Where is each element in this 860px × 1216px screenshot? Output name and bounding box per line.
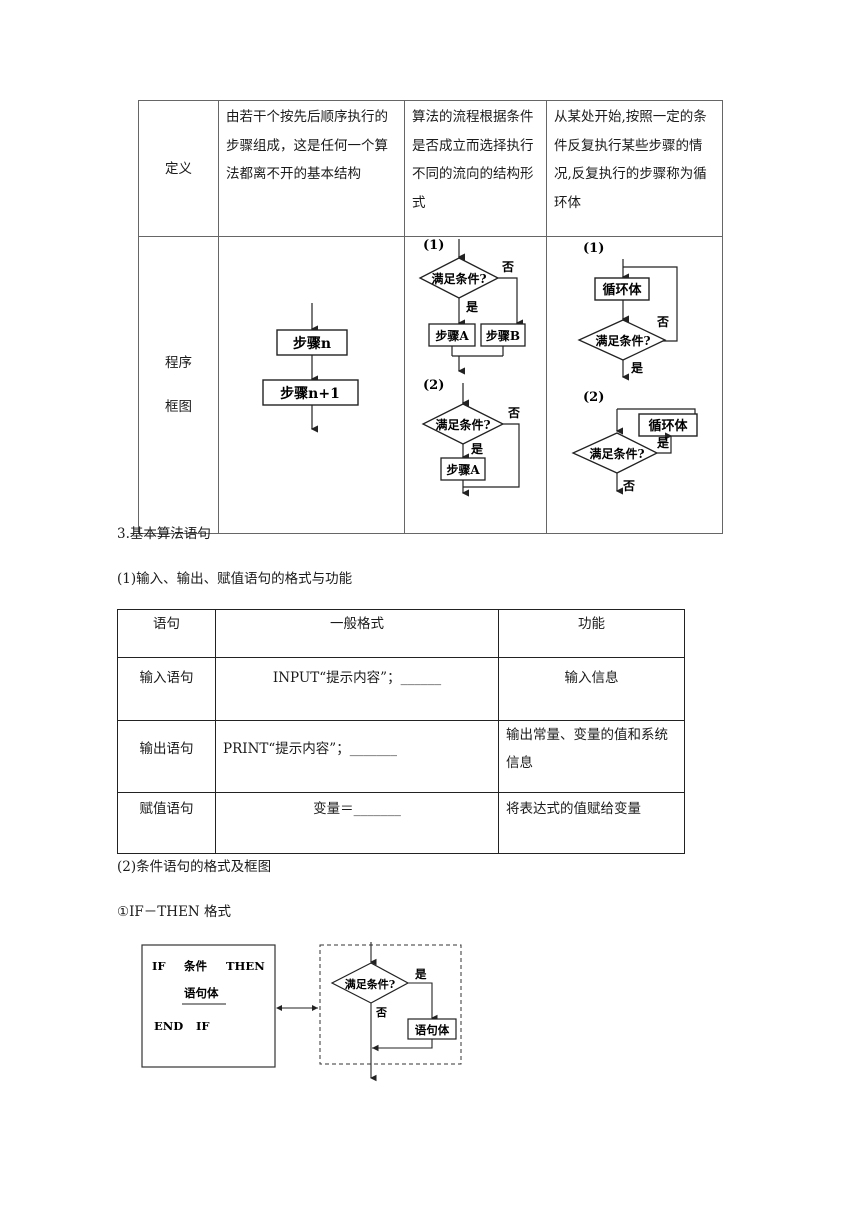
row-output-name: 输出语句 <box>117 720 216 793</box>
header-statement: 语句 <box>117 609 216 658</box>
flowchart-label: 程序 框图 <box>138 236 219 534</box>
sub2-title: (2)条件语句的格式及框图 <box>117 859 272 875</box>
if-yes-label: 是 <box>414 967 427 981</box>
condition-flowchart-cell: (1) 满足条件? 否 是 步骤A 步骤B (2) 满 <box>404 236 547 534</box>
condition-definition: 算法的流程根据条件是否成立而选择执行不同的流向的结构形式 <box>404 100 547 237</box>
cond-number-1: (1) <box>423 238 444 253</box>
cond2-diamond-text: 满足条件? <box>435 417 490 432</box>
flowchart-label-line2: 框图 <box>165 398 192 415</box>
code-endif: IF <box>196 1019 210 1033</box>
loop-number-1: (1) <box>583 241 604 256</box>
loop-definition: 从某处开始,按照一定的条件反复执行某些步骤的情况,反复执行的步骤称为循环体 <box>546 100 723 237</box>
sequence-flowchart: 步骤n 步骤n+1 <box>262 303 359 433</box>
loop-flowchart: (1) 循环体 满足条件? 否 是 (2) 循环体 满足条件? <box>571 241 698 495</box>
loop2-no-label: 否 <box>622 479 635 493</box>
sequence-flowchart-cell: 步骤n 步骤n+1 <box>218 236 405 534</box>
if-then-diagram: IF 条件 THEN 语句体 END IF 满足条件? 是 否 语句体 <box>141 942 462 1082</box>
sub1-title: (1)输入、输出、赋值语句的格式与功能 <box>117 571 353 587</box>
cond1-stepA: 步骤A <box>435 328 469 343</box>
cond1-diamond-text: 满足条件? <box>431 271 486 286</box>
loop1-no-label: 否 <box>656 315 669 329</box>
cond1-yes-label: 是 <box>465 300 479 314</box>
step-n-label: 步骤n <box>293 335 331 352</box>
row-output-function: 输出常量、变量的值和系统信息 <box>498 720 685 793</box>
if-body: 语句体 <box>415 1023 450 1037</box>
row-assign-format: 变量＝_______ <box>215 792 499 854</box>
section3-title: 3.基本算法语句 <box>117 526 211 542</box>
cond2-yes-label: 是 <box>470 442 484 456</box>
statement-table: 语句 一般格式 功能 输入语句 INPUT“提示内容”；______ 输入信息 … <box>117 609 685 854</box>
table-row: 赋值语句 变量＝_______ 将表达式的值赋给变量 <box>117 792 685 854</box>
header-function: 功能 <box>498 609 685 658</box>
code-if: IF <box>152 959 166 973</box>
condition-flowchart: (1) 满足条件? 否 是 步骤A 步骤B (2) 满 <box>418 238 526 497</box>
cond2-stepA: 步骤A <box>446 462 480 477</box>
code-then: THEN <box>226 959 265 973</box>
step-n1-label: 步骤n+1 <box>280 385 340 402</box>
row-output-format: PRINT“提示内容”；_______ <box>215 720 499 793</box>
row-input-format: INPUT“提示内容”；______ <box>215 657 499 721</box>
loop-number-2: (2) <box>583 390 604 405</box>
sub2-1-title: ①IF－THEN 格式 <box>117 904 232 920</box>
header-format: 一般格式 <box>215 609 499 658</box>
loop-flowchart-cell: (1) 循环体 满足条件? 否 是 (2) 循环体 满足条件? <box>546 236 723 534</box>
structure-table: 定义 由若干个按先后顺序执行的步骤组成，这是任何一个算法都离不开的基本结构 算法… <box>138 100 723 534</box>
code-body: 语句体 <box>184 986 219 1000</box>
cond1-no-label: 否 <box>501 260 514 274</box>
loop2-yes-label: 是 <box>656 436 670 450</box>
row-assign-function: 将表达式的值赋给变量 <box>498 792 685 854</box>
flowchart-label-line1: 程序 <box>165 354 192 371</box>
row-assign-name: 赋值语句 <box>117 792 216 854</box>
if-no-label: 否 <box>375 1006 387 1019</box>
sequence-definition: 由若干个按先后顺序执行的步骤组成，这是任何一个算法都离不开的基本结构 <box>218 100 405 237</box>
loop2-body: 循环体 <box>648 418 688 434</box>
row-input-name: 输入语句 <box>117 657 216 721</box>
cond-number-2: (2) <box>423 378 444 393</box>
if-diamond-text: 满足条件? <box>345 977 395 991</box>
loop1-diamond-text: 满足条件? <box>595 333 650 348</box>
code-end: END <box>154 1019 183 1033</box>
loop2-diamond-text: 满足条件? <box>589 446 644 461</box>
cond2-no-label: 否 <box>507 406 520 420</box>
loop1-body: 循环体 <box>602 282 642 298</box>
table-row: 输出语句 PRINT“提示内容”；_______ 输出常量、变量的值和系统信息 <box>117 720 685 793</box>
table-row: 输入语句 INPUT“提示内容”；______ 输入信息 <box>117 657 685 721</box>
loop1-yes-label: 是 <box>630 361 644 375</box>
row-input-function: 输入信息 <box>498 657 685 721</box>
definition-label: 定义 <box>138 100 219 237</box>
code-cond: 条件 <box>183 959 207 973</box>
cond1-stepB: 步骤B <box>486 328 520 343</box>
